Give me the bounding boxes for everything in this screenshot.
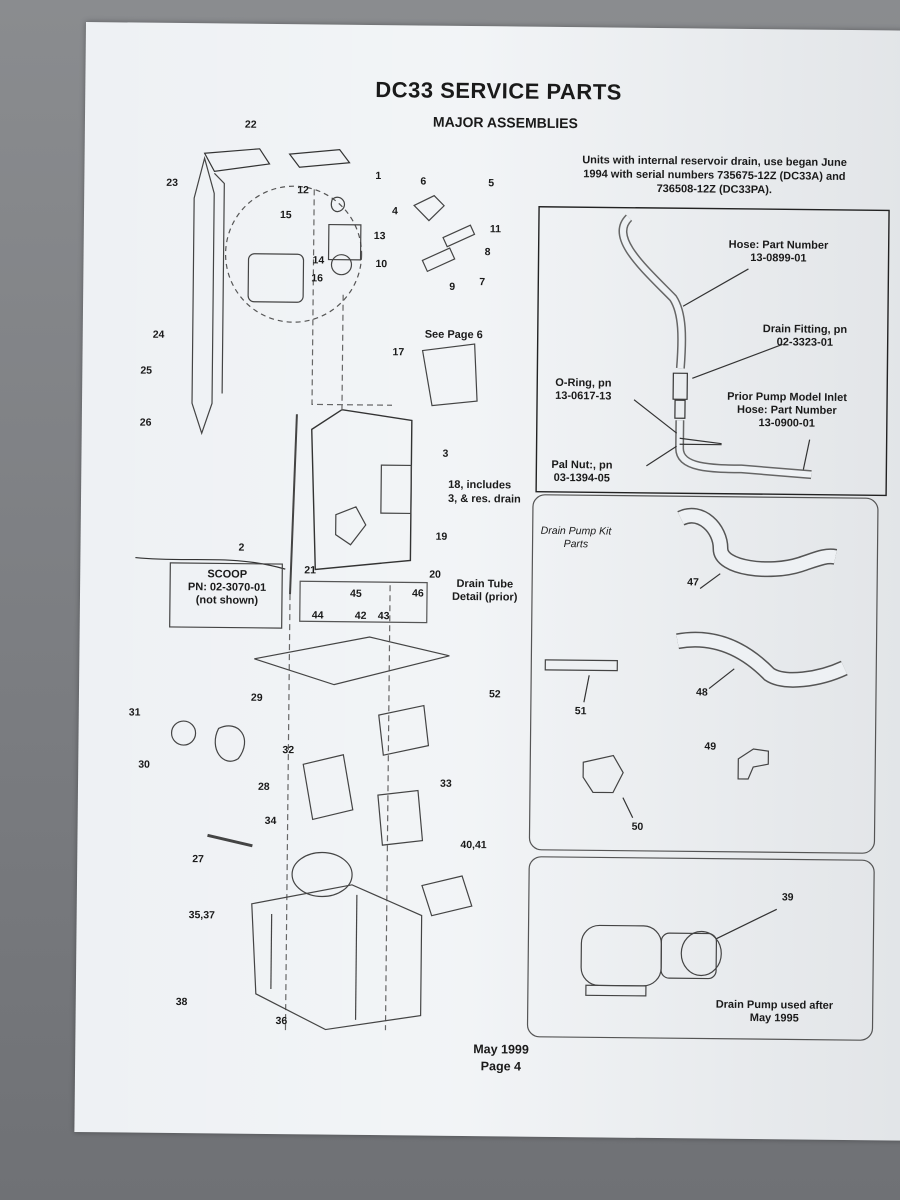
oring-label: O-Ring, pn 13-0617-13 <box>555 376 612 403</box>
see-page-6-label: See Page 6 <box>424 328 483 342</box>
hose-part-label: Hose: Part Number 13-0899-01 <box>728 238 829 265</box>
reservoir-drain-note: Units with internal reservoir drain, use… <box>582 154 847 197</box>
callout: 51 <box>574 705 587 718</box>
scoop-label: SCOOP PN: 02-3070-01 (not shown) <box>187 568 267 607</box>
callout: 7 <box>479 276 486 289</box>
callout: 40,41 <box>460 838 487 852</box>
callout: 13 <box>373 230 386 243</box>
callout: 32 <box>282 744 295 757</box>
callout: 27 <box>192 853 204 866</box>
drain-pump-box <box>526 856 875 1041</box>
page-title: DC33 SERVICE PARTS <box>375 77 623 105</box>
callout: 31 <box>128 706 141 719</box>
pal-nut-label: Pal Nut:, pn 03-1394-05 <box>551 458 613 485</box>
service-parts-sheet: DC33 SERVICE PARTS MAJOR ASSEMBLIES Unit… <box>74 22 900 1141</box>
callout: 38 <box>175 995 188 1009</box>
callout: 33 <box>439 777 452 790</box>
callout: 35,37 <box>188 909 215 922</box>
drain-pump-kit-box <box>528 494 879 854</box>
callout: 16 <box>311 272 324 285</box>
callout: 25 <box>140 364 153 377</box>
callout: 47 <box>687 576 699 589</box>
callout: 26 <box>139 416 152 429</box>
callout: 4 <box>391 205 398 218</box>
callout-39: 39 <box>781 891 794 904</box>
prior-pump-hose-label: Prior Pump Model Inlet Hose: Part Number… <box>727 390 847 430</box>
callout: 8 <box>484 246 491 259</box>
callout: 17 <box>392 346 405 359</box>
callout: 21 <box>304 564 317 577</box>
callout: 9 <box>449 280 456 293</box>
callout: 50 <box>631 820 644 833</box>
callout: 19 <box>435 530 448 543</box>
callout: 12 <box>297 184 309 197</box>
callout: 3 <box>442 447 449 460</box>
callout: 22 <box>244 118 257 131</box>
callout: 45 <box>349 587 362 600</box>
callout: 11 <box>489 223 502 236</box>
callout: 20 <box>429 568 441 581</box>
bin-includes-label: 18, includes 3, & res. drain <box>447 478 521 506</box>
footer-date: May 1999 <box>473 1042 529 1057</box>
callout: 30 <box>138 758 150 771</box>
callout: 43 <box>377 610 390 623</box>
page-footer: May 1999 Page 4 <box>473 1041 529 1076</box>
callout: 49 <box>704 740 717 753</box>
callout: 24 <box>152 328 165 341</box>
footer-page: Page 4 <box>480 1059 522 1074</box>
callout: 46 <box>411 587 424 600</box>
callout: 28 <box>257 780 270 793</box>
callout: 36 <box>275 1015 288 1028</box>
callout: 44 <box>311 609 324 622</box>
callout: 14 <box>312 254 325 267</box>
page-subtitle: MAJOR ASSEMBLIES <box>432 113 579 132</box>
callout: 48 <box>695 686 708 699</box>
callout: 29 <box>250 691 263 704</box>
drain-fitting-label: Drain Fitting, pn 02-3323-01 <box>762 323 848 349</box>
hose-detail-box <box>535 206 890 497</box>
drain-pump-kit-title: Drain Pump Kit Parts <box>540 524 612 551</box>
callout: 6 <box>420 175 427 188</box>
drain-tube-detail-label: Drain Tube Detail (prior) <box>451 577 518 604</box>
callout: 10 <box>375 258 388 271</box>
callout-52: 52 <box>488 688 501 701</box>
exploded-parts-diagram <box>135 148 890 1041</box>
drain-pump-label: Drain Pump used after May 1995 <box>715 998 834 1025</box>
callout: 34 <box>264 814 277 828</box>
callout: 5 <box>488 177 495 190</box>
callout: 2 <box>238 541 245 554</box>
callout: 23 <box>166 176 179 189</box>
callout: 15 <box>279 209 292 222</box>
callout: 42 <box>354 609 367 622</box>
callout: 1 <box>375 170 382 183</box>
